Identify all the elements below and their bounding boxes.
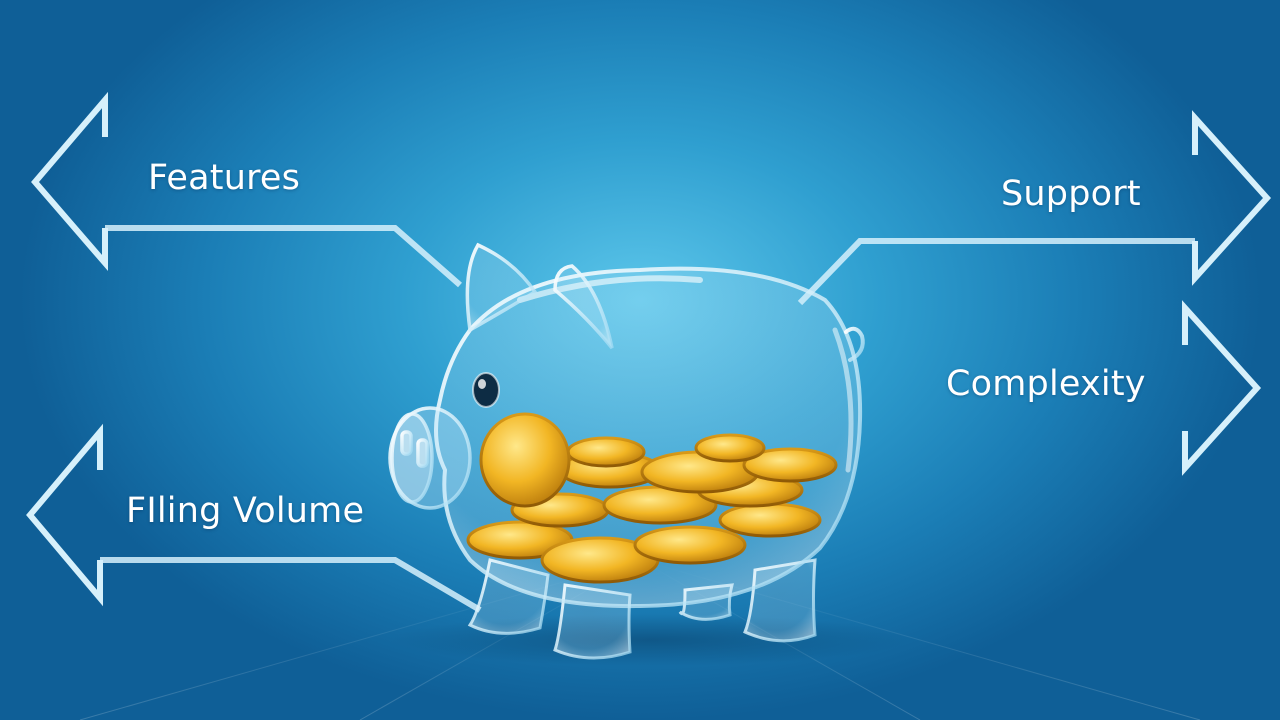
filing-volume-label: FIling Volume bbox=[126, 491, 365, 531]
complexity-arrow-icon bbox=[870, 300, 1262, 476]
complexity-label: Complexity bbox=[946, 364, 1146, 404]
support-arrow-icon bbox=[797, 110, 1272, 306]
features-arrow-icon bbox=[31, 91, 462, 288]
filing-volume-arrow-icon bbox=[26, 423, 482, 613]
support-label: Support bbox=[1001, 174, 1141, 214]
features-label: Features bbox=[148, 158, 301, 198]
